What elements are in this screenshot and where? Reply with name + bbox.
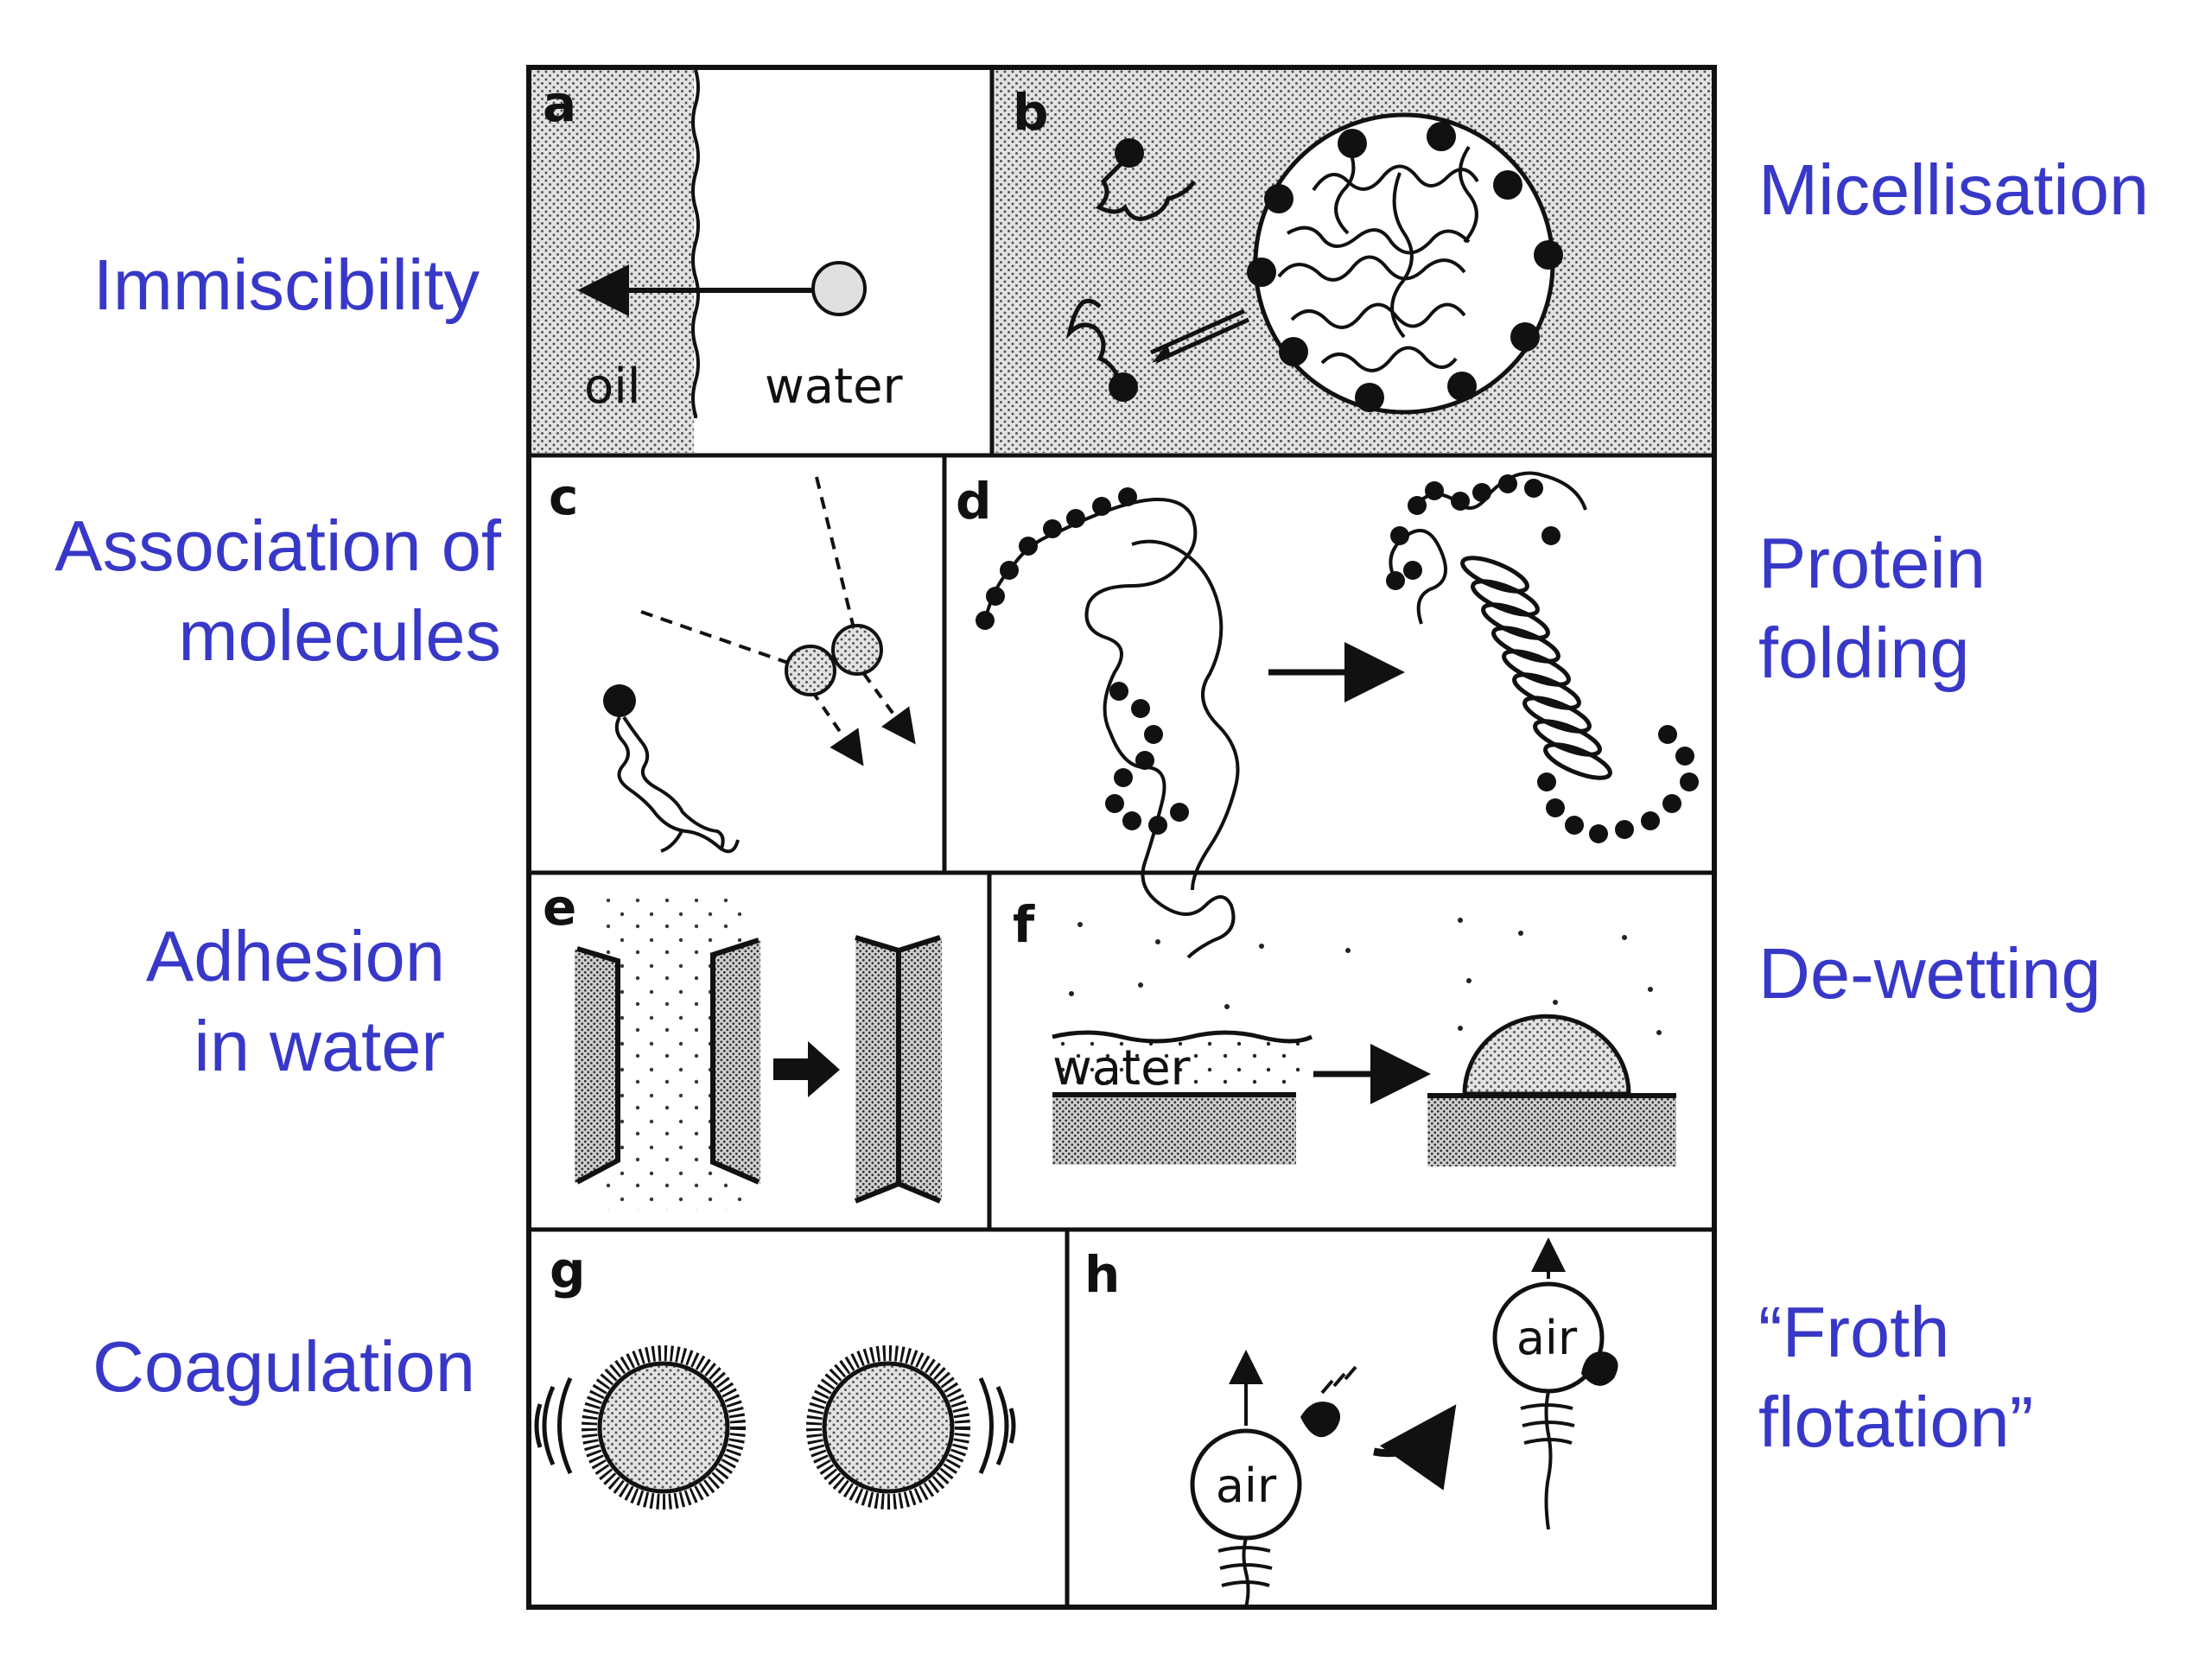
micelle-heads	[1247, 122, 1563, 412]
coagulating-particle	[597, 1361, 730, 1494]
bubble-wake	[1520, 1390, 1575, 1530]
label-line-2: folding	[1758, 613, 1970, 693]
label-protein-folding: Protein folding	[1758, 518, 1986, 698]
air-label: air	[1216, 1459, 1277, 1513]
panel-a: a oil water	[531, 69, 904, 453]
surface-left	[575, 949, 618, 1184]
trajectory-dashed	[862, 672, 916, 745]
particle-hairy-ring	[806, 1345, 970, 1510]
solute-molecule	[785, 645, 836, 696]
label-line-1: “Froth	[1758, 1292, 1950, 1372]
bubble-wake	[1217, 1537, 1273, 1608]
motion-lines	[534, 1376, 1016, 1475]
label-association-of-molecules: Association of molecules	[54, 501, 501, 681]
panel-c: c	[549, 467, 916, 854]
adhered-surfaces-edge	[854, 935, 942, 1204]
water-label: water	[765, 359, 904, 415]
substrate-right	[1427, 1097, 1676, 1166]
particle-hairy-ring	[582, 1345, 746, 1510]
panel-b: b	[995, 70, 1712, 453]
panel-g: g	[534, 1241, 1016, 1510]
oil-region	[531, 70, 694, 453]
coagulating-particle	[822, 1361, 955, 1494]
attachment-arrow	[1373, 1404, 1457, 1491]
label-adhesion-in-water: Adhesion in water	[146, 912, 445, 1091]
hydrophobic-particle	[1300, 1402, 1341, 1438]
trajectory-dashed	[810, 690, 864, 766]
panel-a-letter: a	[543, 74, 576, 133]
adhesion-arrow	[773, 1041, 840, 1097]
vapor-dots	[1069, 918, 1662, 1035]
label-line-1: Protein	[1758, 523, 1986, 603]
air-label: air	[1516, 1311, 1578, 1365]
surfactant-head	[1109, 372, 1138, 402]
label-coagulation-text: Coagulation	[92, 1326, 475, 1407]
solute-molecule	[831, 624, 883, 676]
alpha-helix	[1460, 556, 1612, 780]
label-line-2: in water	[194, 1006, 445, 1086]
panel-c-letter: c	[549, 467, 578, 526]
unfolded-protein-chain	[983, 497, 1240, 959]
substrate-left	[1052, 1096, 1296, 1165]
panel-b-letter: b	[1013, 83, 1049, 142]
panel-f-letter: f	[1013, 895, 1035, 954]
label-froth-flotation: “Froth flotation”	[1758, 1287, 2033, 1467]
label-dewetting: De-wetting	[1758, 929, 2101, 1019]
label-immiscibility: Immiscibility	[93, 240, 480, 330]
attached-particle	[1581, 1351, 1618, 1386]
surface-right	[713, 940, 760, 1184]
equilibrium-arrowhead	[1152, 344, 1171, 363]
oil-water-interface	[691, 69, 700, 418]
surfactant-head	[1115, 138, 1144, 168]
label-line-2: molecules	[178, 595, 501, 676]
label-line-1: Association of	[54, 505, 501, 586]
label-micellisation-text: Micellisation	[1758, 149, 2150, 230]
label-coagulation: Coagulation	[92, 1322, 475, 1412]
panel-d: d	[956, 471, 1699, 959]
trajectory-dashed	[815, 476, 857, 636]
water-label: water	[1052, 1040, 1192, 1096]
figure-frame	[526, 65, 1717, 1610]
water-layer	[1052, 1033, 1312, 1093]
water-droplet	[1462, 1014, 1631, 1096]
micelle-core-chains	[1277, 145, 1479, 372]
panel-h: h air air	[1084, 1237, 1618, 1608]
surfactant-tail	[1095, 154, 1197, 221]
chain-beads	[1386, 474, 1699, 843]
label-micellisation: Micellisation	[1758, 145, 2149, 235]
water-molecule	[811, 261, 867, 316]
particle-motion-lines	[1320, 1365, 1357, 1395]
label-line-2: flotation”	[1758, 1382, 2034, 1462]
chain-beads	[976, 487, 1189, 835]
oil-label: oil	[584, 359, 640, 415]
surfactant-tail	[1065, 298, 1124, 385]
label-line-1: Adhesion	[145, 916, 445, 996]
amphiphile-head	[603, 684, 636, 717]
panel-g-letter: g	[550, 1241, 586, 1300]
panel-f: f water	[1013, 895, 1676, 1166]
label-immiscibility-text: Immiscibility	[92, 245, 480, 325]
panel-e-letter: e	[543, 878, 576, 937]
panel-e: e	[543, 878, 942, 1210]
panel-h-letter: h	[1084, 1245, 1120, 1304]
water-surface	[1052, 1030, 1313, 1044]
panel-d-letter: d	[956, 472, 992, 531]
surface-right-edge	[710, 938, 760, 1185]
trajectory-dashed	[640, 610, 809, 671]
surface-left-edge	[575, 946, 620, 1185]
label-dewetting-text: De-wetting	[1758, 933, 2101, 1014]
amphiphile-chains	[614, 715, 740, 854]
